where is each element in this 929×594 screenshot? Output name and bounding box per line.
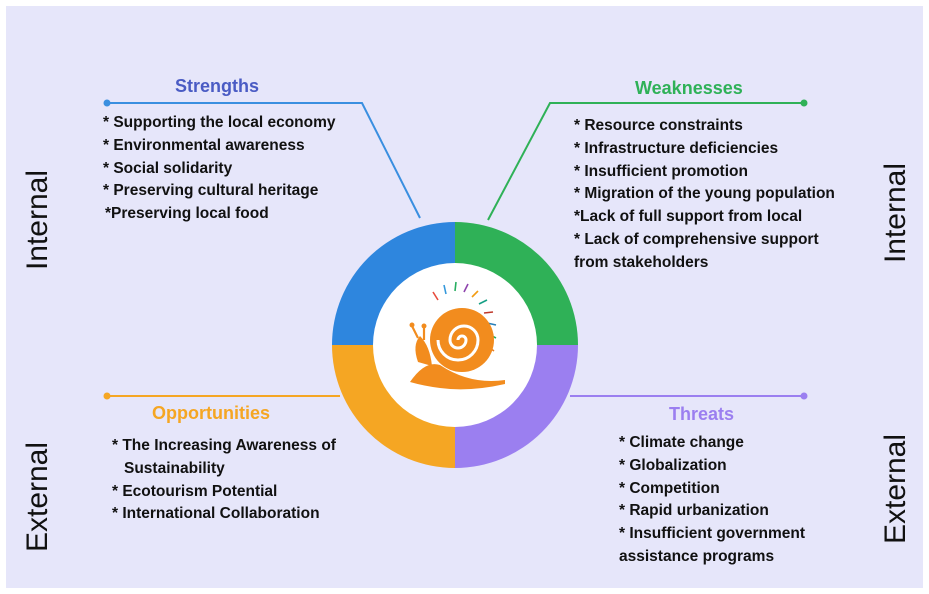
- weaknesses-item: * Infrastructure deficiencies: [574, 139, 779, 157]
- weaknesses-list: * Resource constraints * Infrastructure …: [574, 115, 835, 275]
- opportunities-item: * International Collaboration: [112, 505, 320, 523]
- opportunities-connector-dot: [103, 392, 111, 400]
- strengths-item: * Social solidarity: [103, 159, 233, 177]
- weaknesses-connector-dot: [800, 99, 808, 107]
- threats-item: * Insufficient government: [619, 525, 806, 543]
- weaknesses-item: * Lack of comprehensive support: [574, 230, 819, 248]
- internal-label-left: Internal: [21, 169, 54, 271]
- threats-item: * Globalization: [619, 456, 727, 474]
- weaknesses-connector: [487, 102, 804, 221]
- external-label-left: External: [21, 441, 54, 553]
- external-label-right: External: [879, 433, 912, 545]
- weaknesses-item: * Migration of the young population: [574, 185, 835, 203]
- strengths-connector-dot: [103, 99, 111, 107]
- threats-item: assistance programs: [619, 547, 775, 565]
- threats-heading: Threats: [669, 404, 735, 424]
- threats-list: * Climate change * Globalization * Compe…: [619, 432, 805, 569]
- strengths-heading: Strengths: [175, 76, 260, 96]
- weaknesses-item: *Lack of full support from local: [574, 208, 803, 226]
- opportunities-list: * The Increasing Awareness of Sustainabi…: [112, 435, 336, 526]
- weaknesses-item: * Insufficient promotion: [574, 162, 748, 180]
- strengths-item: *Preserving local food: [105, 205, 269, 223]
- weaknesses-item: from stakeholders: [574, 253, 709, 271]
- threats-connector-dot: [800, 392, 808, 400]
- strengths-item: * Supporting the local economy: [103, 114, 336, 131]
- threats-item: * Rapid urbanization: [619, 502, 769, 520]
- opportunities-heading: Opportunities: [152, 403, 270, 423]
- threats-item: * Climate change: [619, 434, 744, 451]
- strengths-connector: [107, 102, 421, 219]
- weaknesses-item: * Resource constraints: [574, 117, 743, 134]
- opportunities-item: Sustainability: [124, 459, 225, 477]
- strengths-item: * Environmental awareness: [103, 136, 305, 154]
- internal-label-right: Internal: [879, 162, 912, 264]
- weaknesses-heading: Weaknesses: [635, 78, 743, 98]
- opportunities-item: * The Increasing Awareness of: [112, 437, 336, 454]
- strengths-list: * Supporting the local economy * Environ…: [103, 112, 336, 226]
- snail-logo-icon: [409, 281, 505, 390]
- threats-item: * Competition: [619, 479, 720, 497]
- opportunities-item: * Ecotourism Potential: [112, 482, 278, 500]
- strengths-item: * Preserving cultural heritage: [103, 182, 319, 200]
